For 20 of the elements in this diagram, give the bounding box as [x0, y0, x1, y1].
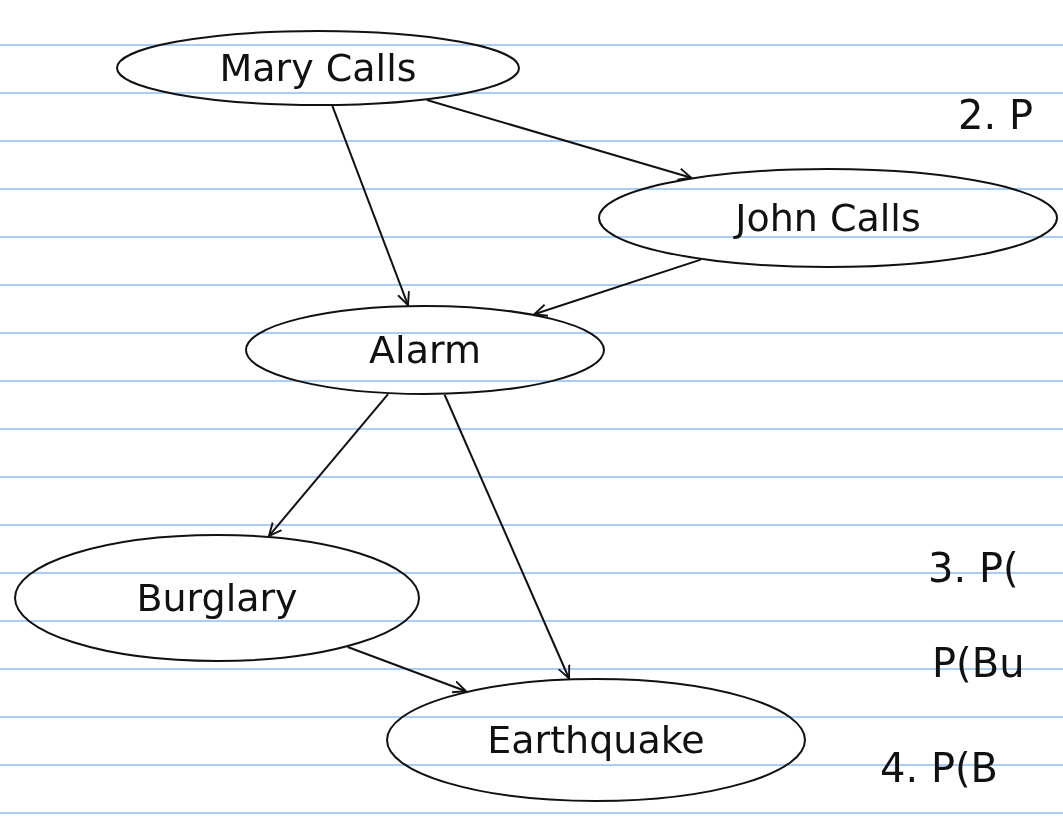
- node-label: Earthquake: [487, 718, 705, 762]
- node-label: Burglary: [136, 576, 298, 620]
- arrow: [331, 104, 410, 307]
- arrow: [443, 393, 571, 680]
- note-text: 3. P(: [928, 545, 1019, 591]
- note-text: 2. P: [958, 92, 1033, 138]
- ellipse-node: [598, 168, 1058, 268]
- node-label: Alarm: [369, 328, 481, 372]
- ellipse-node: [386, 678, 806, 802]
- node-label: Mary Calls: [219, 46, 417, 90]
- note-text: 4. P(B: [880, 745, 999, 791]
- arrow: [533, 258, 702, 317]
- ellipse-node: [245, 305, 605, 395]
- arrow: [346, 645, 468, 694]
- note-text: P(Bu: [932, 640, 1025, 686]
- ellipse-node: [116, 30, 520, 106]
- arrow: [267, 393, 390, 538]
- arrow: [425, 99, 693, 181]
- ellipse-node: [14, 534, 420, 662]
- node-label: John Calls: [735, 196, 921, 240]
